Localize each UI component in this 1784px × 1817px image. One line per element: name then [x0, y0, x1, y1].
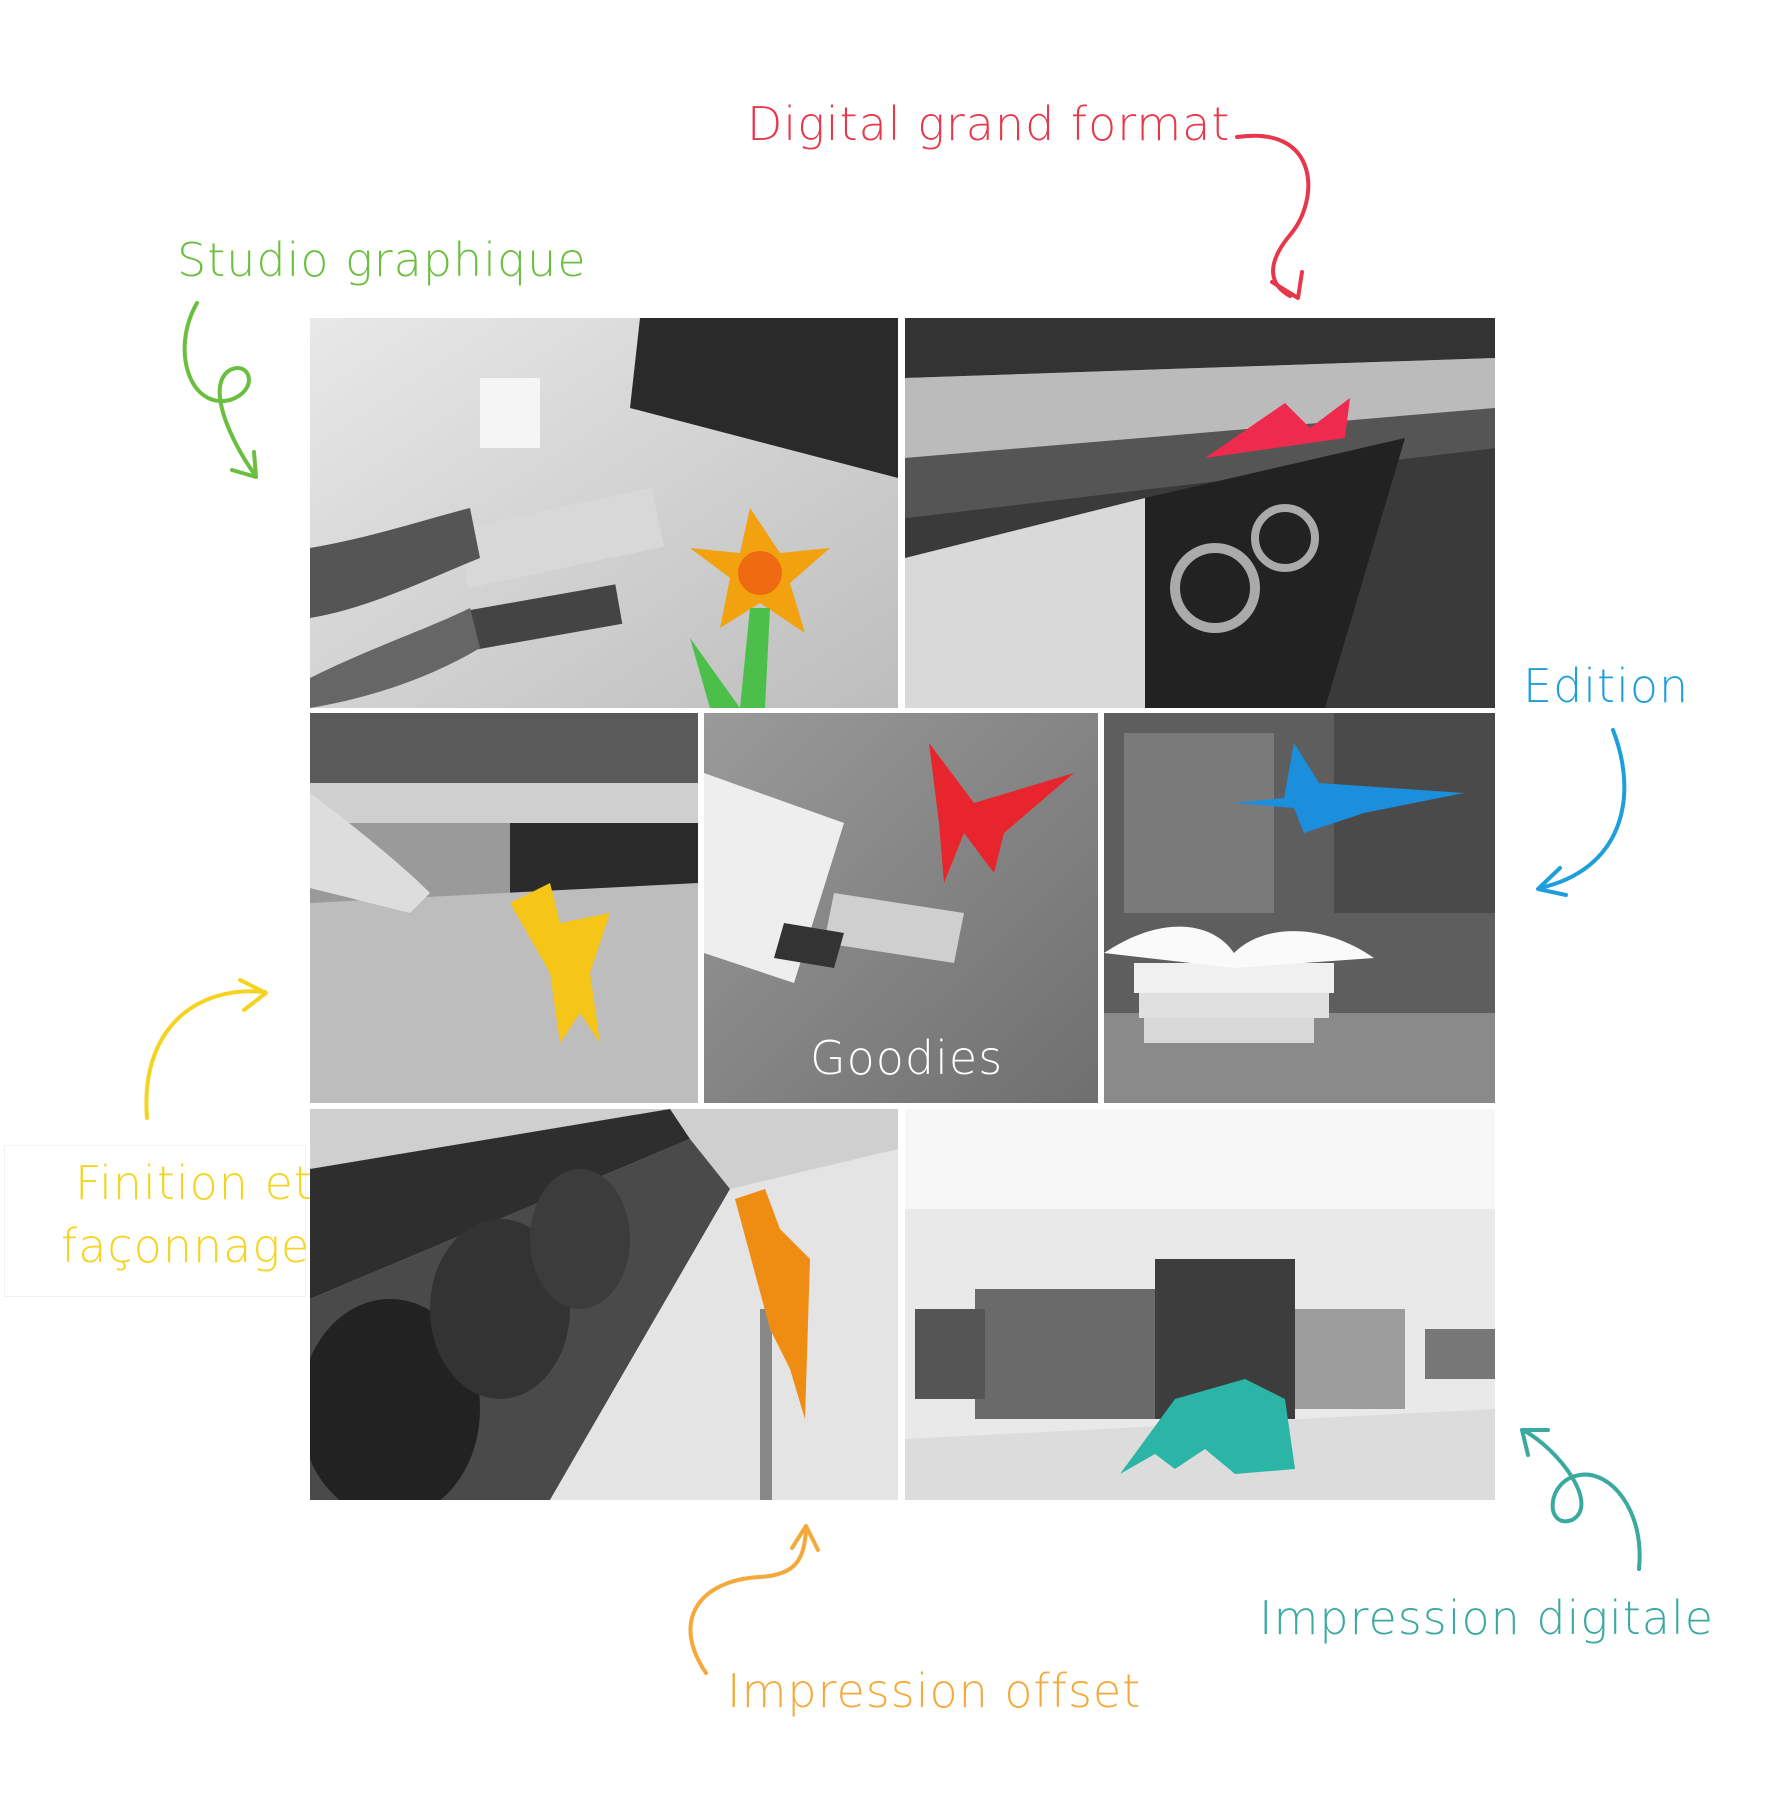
- label-impression-digitale: Impression digitale: [1259, 1591, 1715, 1645]
- label-edition: Edition: [1523, 659, 1690, 713]
- photo-digital-grand-format: [905, 318, 1495, 708]
- photo-finition: [310, 713, 698, 1103]
- label-digital-grand-format: Digital grand format: [747, 97, 1231, 151]
- teal-arrow-icon: [1520, 1428, 1642, 1571]
- goodies-label: Goodies: [810, 1031, 1004, 1085]
- photo-impression-digitale: [905, 1109, 1495, 1500]
- label-finition-line1: Finition et: [75, 1156, 313, 1210]
- red-arrow-icon: [1235, 133, 1311, 300]
- photo-studio-graphique: [310, 318, 898, 708]
- photo-edition: [1104, 713, 1495, 1103]
- finition-label-box: [4, 1145, 306, 1297]
- blue-arrow-icon: [1536, 728, 1627, 897]
- label-finition-line2: façonnage: [61, 1219, 311, 1273]
- photo-goodies: Goodies: [704, 713, 1098, 1103]
- green-arrow-icon: [182, 301, 258, 479]
- label-studio-graphique: Studio graphique: [177, 233, 587, 287]
- photo-impression-offset: [310, 1109, 898, 1500]
- label-impression-offset: Impression offset: [727, 1664, 1142, 1718]
- yellow-arrow-icon: [144, 978, 268, 1120]
- orange-arrow-icon: [688, 1524, 820, 1675]
